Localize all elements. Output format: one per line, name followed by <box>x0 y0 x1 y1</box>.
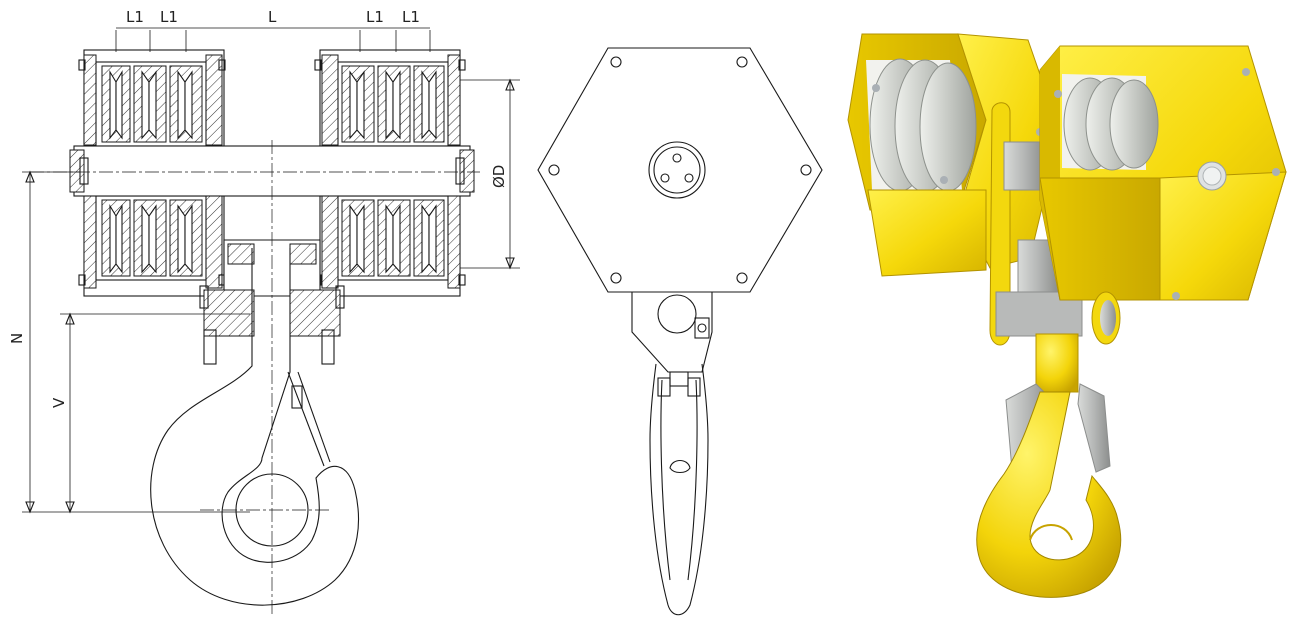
right-housing <box>1039 45 1287 345</box>
dim-label-l1-d: L1 <box>402 8 420 26</box>
axle <box>30 145 480 197</box>
dim-label-l1-b: L1 <box>160 8 178 26</box>
side-section-view: L1 L1 L L1 L1 ØD N V <box>8 8 520 615</box>
dim-label-l: L <box>268 8 277 26</box>
dim-label-v: V <box>50 397 68 408</box>
right-sheave-pack <box>314 49 466 297</box>
center-frame <box>989 102 1083 346</box>
rendered-view <box>847 33 1287 598</box>
front-view <box>537 47 823 616</box>
dim-label-n: N <box>8 333 26 344</box>
hook-side-outline <box>150 248 359 606</box>
left-sheave-pack <box>78 49 226 297</box>
dim-label-l1-c: L1 <box>366 8 384 26</box>
hook-render <box>976 333 1122 598</box>
crosshead <box>199 140 345 615</box>
dim-label-diameter: ØD <box>490 165 508 188</box>
dim-label-l1-a: L1 <box>126 8 144 26</box>
dimensions: L1 L1 L L1 L1 ØD N V <box>8 8 520 514</box>
